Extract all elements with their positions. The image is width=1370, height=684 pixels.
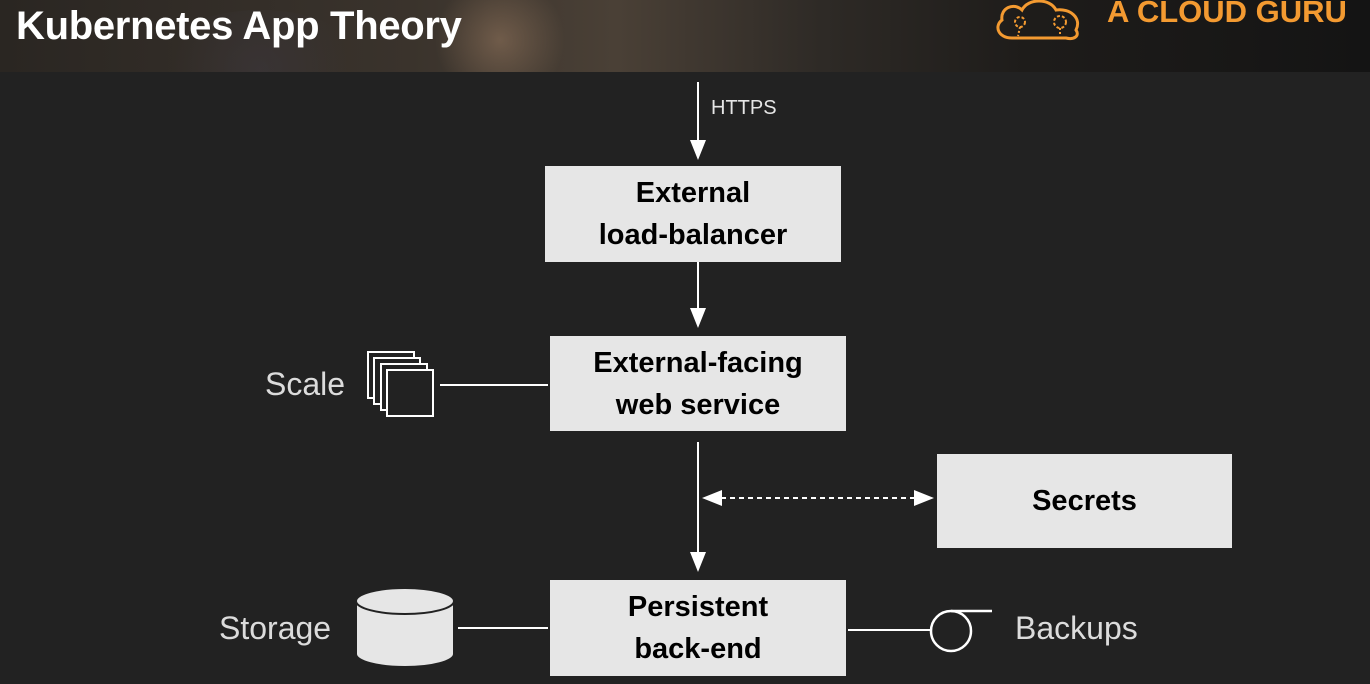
brand-name: A CLOUD GURU <box>1107 0 1347 29</box>
tape-reel-icon <box>929 609 992 653</box>
load-balancer-line-1: External <box>635 177 751 209</box>
load-balancer-box: External load-balancer <box>545 166 841 262</box>
https-label: HTTPS <box>711 97 777 119</box>
scale-label: Scale <box>265 366 346 402</box>
backend-box: Persistent back-end <box>550 580 846 676</box>
backend-line-1: Persistent <box>627 591 769 623</box>
background-photo-highlight <box>430 0 570 72</box>
web-service-line-2: web service <box>615 388 781 421</box>
slide-header: Kubernetes App Theory <box>0 0 1370 72</box>
secrets-label: Secrets <box>1032 485 1137 517</box>
database-cylinder-icon <box>355 587 455 668</box>
backups-label: Backups <box>1015 610 1138 646</box>
storage-label: Storage <box>219 610 332 646</box>
stacked-squares-icon <box>367 351 434 417</box>
cloud-logo-icon <box>996 0 1079 40</box>
slide-title: Kubernetes App Theory <box>16 4 462 48</box>
backend-line-2: back-end <box>634 633 762 665</box>
web-service-line-1: External-facing <box>593 346 803 379</box>
secrets-box: Secrets <box>937 454 1232 548</box>
load-balancer-line-2: load-balancer <box>598 219 788 251</box>
web-service-box: External-facing web service <box>550 336 846 431</box>
